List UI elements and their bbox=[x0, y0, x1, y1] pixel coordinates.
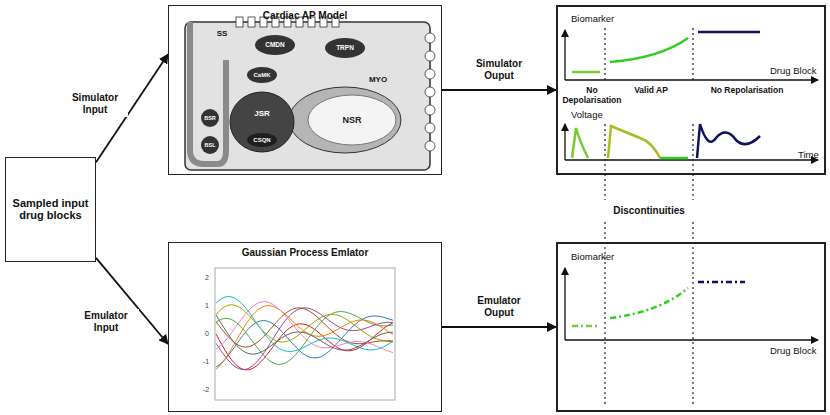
sample-curve bbox=[216, 316, 393, 367]
sample-curve bbox=[216, 315, 393, 354]
axis bbox=[564, 30, 565, 80]
voltage-trace bbox=[697, 124, 760, 158]
ion-pump bbox=[425, 105, 435, 115]
tick-label: 1 bbox=[205, 302, 209, 310]
curve bbox=[610, 38, 688, 62]
axes bbox=[565, 30, 818, 340]
voltage-trace bbox=[608, 126, 660, 158]
sample-curve bbox=[216, 297, 393, 352]
axis bbox=[565, 339, 818, 340]
axis-label: Biomarker bbox=[571, 14, 631, 25]
camk-blob bbox=[247, 67, 277, 83]
cell-membrane bbox=[185, 22, 430, 170]
box-title: Gaussian Process Emlator bbox=[173, 247, 437, 259]
buffer-label: BSL bbox=[205, 142, 216, 148]
axis-label: Drug Block bbox=[770, 66, 826, 77]
curve bbox=[698, 281, 745, 284]
tick-label: 2 bbox=[205, 274, 209, 282]
axis bbox=[564, 124, 565, 160]
region-label: No Repolarisation bbox=[708, 86, 786, 96]
tick-label: -1 bbox=[203, 358, 209, 366]
csqn-blob bbox=[247, 133, 277, 147]
arrow-connector bbox=[442, 89, 556, 91]
compartment-label: SS bbox=[217, 29, 228, 38]
discontinuity-lines bbox=[605, 28, 693, 405]
t-tubule bbox=[190, 22, 226, 164]
compartment-label: JSR bbox=[254, 109, 270, 118]
ion-pump bbox=[425, 87, 435, 97]
ion-channel bbox=[248, 17, 255, 27]
compartment-label: MYO bbox=[369, 75, 387, 84]
node-text: Sampled input drug blocks bbox=[12, 197, 89, 222]
curve bbox=[698, 31, 760, 34]
edge-label: Emulator Input bbox=[73, 309, 139, 335]
buffer-label: TRPN bbox=[336, 44, 354, 51]
voltage-trace bbox=[572, 128, 588, 158]
voltage-trace bbox=[660, 157, 688, 160]
compartment-label: NSR bbox=[342, 115, 361, 125]
dotted-line bbox=[604, 28, 605, 405]
tick-label: -2 bbox=[203, 386, 209, 394]
emulator-curves bbox=[572, 282, 745, 326]
sample-curve bbox=[216, 302, 393, 353]
trpn-blob bbox=[325, 38, 365, 58]
axis-label: Drug Block bbox=[770, 346, 826, 357]
ion-channel bbox=[236, 17, 243, 27]
edge-label: Simulator Input bbox=[62, 91, 128, 117]
ion-pump bbox=[425, 33, 435, 43]
axis bbox=[565, 79, 818, 80]
sample-curve bbox=[216, 308, 393, 347]
buffer-label: CaMK bbox=[253, 72, 270, 79]
annotation: Discontinuities bbox=[613, 205, 685, 217]
nsr-inner bbox=[308, 95, 396, 145]
ion-pump bbox=[425, 123, 435, 133]
box-title: Cardiac AP Model bbox=[173, 10, 437, 22]
edge-label: Emulator Ouput bbox=[466, 294, 532, 320]
plot-frame bbox=[215, 268, 395, 400]
bsl-blob bbox=[201, 136, 219, 154]
nsr-outer bbox=[289, 87, 401, 153]
ion-pump bbox=[425, 69, 435, 79]
gp-samples bbox=[216, 297, 393, 370]
gp-plot bbox=[215, 268, 395, 400]
output-panel: BiomarkerDrug Block bbox=[556, 242, 826, 412]
curve bbox=[610, 288, 688, 318]
output-panel: BiomarkerDrug Block No DepolarisationVali… bbox=[556, 5, 826, 175]
ion-pump bbox=[425, 141, 435, 151]
cardiac-cell bbox=[185, 17, 435, 170]
buffer-label: BSR bbox=[204, 115, 216, 121]
region-label: No Depolarisation bbox=[558, 86, 626, 106]
tick-label: 0 bbox=[205, 330, 209, 338]
buffer-label: CMDN bbox=[265, 41, 285, 48]
ion-pump bbox=[425, 51, 435, 61]
jsr-body bbox=[230, 92, 294, 152]
axis-label: Time bbox=[798, 150, 826, 161]
sample-curve bbox=[216, 305, 393, 342]
bsr-blob bbox=[201, 109, 219, 127]
input-box: Sampled input drug blocks bbox=[5, 157, 96, 262]
arrow-connector bbox=[442, 326, 556, 328]
curve bbox=[572, 325, 600, 328]
buffer-label: CSQN bbox=[253, 137, 270, 144]
cmdn-blob bbox=[255, 35, 295, 55]
axis-label: Biomarker bbox=[571, 252, 631, 263]
axis bbox=[565, 159, 818, 160]
axis bbox=[564, 268, 565, 340]
dotted-line bbox=[692, 28, 693, 405]
region-label: Valid AP bbox=[626, 86, 676, 96]
curve bbox=[572, 71, 600, 74]
axis-label: Voltage bbox=[571, 110, 621, 121]
simulator-box: Cardiac AP Model bbox=[168, 5, 442, 175]
edge-label: Simulator Ouput bbox=[466, 57, 532, 83]
